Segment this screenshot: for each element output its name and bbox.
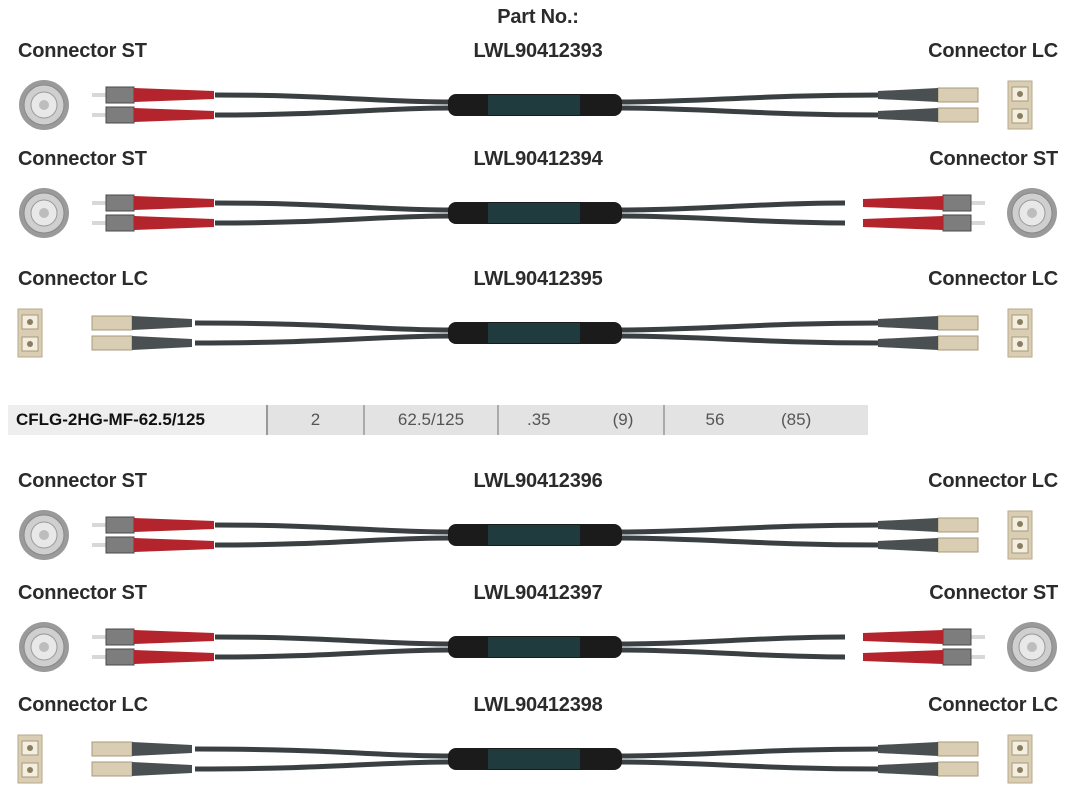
st-plug xyxy=(92,516,214,534)
lc-connector-face-icon xyxy=(1007,510,1033,560)
lc-plug xyxy=(878,537,979,553)
right-connector-label: Connector LC xyxy=(928,470,1058,492)
cable-assembly: Connector ST LWL90412394 Connector ST xyxy=(0,148,1076,268)
spec-value-a-paren: (9) xyxy=(583,405,663,435)
st-plug xyxy=(92,86,214,104)
spec-model-name: CFLG-2HG-MF-62.5/125 xyxy=(8,405,266,435)
cable-illustration xyxy=(17,308,1033,358)
cable-illustration xyxy=(19,622,1057,672)
st-plug xyxy=(92,648,214,666)
st-plug xyxy=(92,106,214,124)
cable-assembly: Connector LC LWL90412398 Connector LC xyxy=(0,694,1076,786)
part-number: LWL90412395 xyxy=(473,268,603,290)
cable-assembly: Connector ST LWL90412397 Connector ST xyxy=(0,582,1076,702)
cable-illustration xyxy=(19,510,1033,560)
lc-plug xyxy=(878,335,979,351)
part-number: LWL90412394 xyxy=(473,148,603,170)
st-connector-face-icon xyxy=(19,622,69,672)
spec-value-a: .35 xyxy=(499,405,583,435)
lc-connector-face-icon xyxy=(17,308,43,358)
left-connector-label: Connector LC xyxy=(18,694,148,716)
cable-illustration xyxy=(17,734,1033,784)
lc-plug xyxy=(878,741,979,757)
st-plug xyxy=(863,648,985,666)
breakout-sleeve xyxy=(448,202,622,224)
st-plug xyxy=(863,628,985,646)
right-connector-label: Connector LC xyxy=(928,40,1058,62)
lc-plug xyxy=(878,315,979,331)
lc-plug xyxy=(878,761,979,777)
left-connector-label: Connector ST xyxy=(18,470,147,492)
fiber-jacket xyxy=(194,746,881,772)
lc-plug xyxy=(91,315,192,331)
st-connector-face-icon xyxy=(19,80,69,130)
breakout-sleeve xyxy=(448,748,622,770)
lc-connector-face-icon xyxy=(17,734,43,784)
st-connector-face-icon xyxy=(1007,622,1057,672)
right-connector-label: Connector ST xyxy=(929,582,1058,604)
cable-assembly: Connector ST LWL90412396 Connector LC xyxy=(0,470,1076,590)
spec-value-b: 56 xyxy=(665,405,765,435)
lc-connector-face-icon xyxy=(1007,308,1033,358)
spec-fiber-count: 2 xyxy=(268,405,363,435)
lc-plug xyxy=(91,761,192,777)
right-connector-label: Connector LC xyxy=(928,268,1058,290)
left-connector-label: Connector ST xyxy=(18,148,147,170)
lc-connector-face-icon xyxy=(1007,734,1033,784)
st-connector-face-icon xyxy=(1007,188,1057,238)
st-connector-face-icon xyxy=(19,510,69,560)
lc-plug xyxy=(91,741,192,757)
breakout-sleeve xyxy=(448,322,622,344)
st-plug xyxy=(863,214,985,232)
fiber-jacket xyxy=(194,320,881,346)
left-connector-label: Connector LC xyxy=(18,268,148,290)
right-connector-label: Connector LC xyxy=(928,694,1058,716)
fiber-jacket xyxy=(214,522,881,548)
breakout-sleeve xyxy=(448,94,622,116)
lc-plug xyxy=(878,517,979,533)
fiber-jacket xyxy=(214,92,881,118)
spec-core-size: 62.5/125 xyxy=(365,405,497,435)
part-number: LWL90412396 xyxy=(473,470,603,492)
part-number: LWL90412398 xyxy=(473,694,603,716)
st-plug xyxy=(92,214,214,232)
spec-table-row: CFLG-2HG-MF-62.5/125 2 62.5/125 .35 (9) … xyxy=(8,405,868,435)
lc-plug xyxy=(878,107,979,123)
part-number: LWL90412393 xyxy=(473,40,603,62)
breakout-sleeve xyxy=(448,524,622,546)
st-connector-face-icon xyxy=(19,188,69,238)
st-plug xyxy=(92,536,214,554)
cable-assembly: Connector LC LWL90412395 Connector LC xyxy=(0,268,1076,388)
breakout-sleeve xyxy=(448,636,622,658)
right-connector-label: Connector ST xyxy=(929,148,1058,170)
st-plug xyxy=(92,194,214,212)
left-connector-label: Connector ST xyxy=(18,40,147,62)
cable-illustration xyxy=(19,80,1033,130)
part-number: LWL90412397 xyxy=(473,582,603,604)
st-plug xyxy=(863,194,985,212)
spec-value-b-paren: (85) xyxy=(765,405,868,435)
lc-connector-face-icon xyxy=(1007,80,1033,130)
lc-plug xyxy=(878,87,979,103)
cable-illustration xyxy=(19,188,1057,238)
part-no-header: Part No.: xyxy=(497,6,579,28)
left-connector-label: Connector ST xyxy=(18,582,147,604)
fiber-jacket xyxy=(214,200,846,226)
fiber-jacket xyxy=(214,634,846,660)
lc-plug xyxy=(91,335,192,351)
st-plug xyxy=(92,628,214,646)
cable-assembly: Connector ST LWL90412393 Connector LC xyxy=(0,40,1076,160)
